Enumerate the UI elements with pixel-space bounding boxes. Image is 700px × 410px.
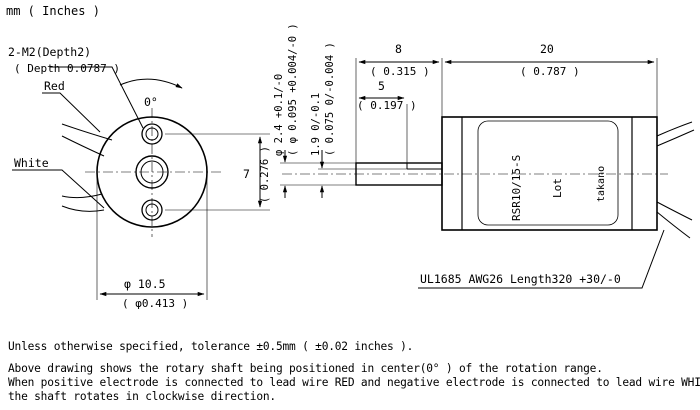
wire-bottom: [656, 201, 693, 221]
wire-spec-leader: [418, 229, 665, 289]
shaft-dia-in: ( φ 0.095 +0.004/-0 ): [287, 23, 299, 156]
body-length-in: ( 0.787 ): [520, 65, 580, 78]
diameter-mm: φ 10.5: [124, 277, 166, 291]
hole-callout-leader: [50, 66, 144, 129]
red-lead-wire: [61, 123, 113, 141]
shaft-length-mm: 8: [395, 42, 402, 56]
rotation-arrow: [119, 78, 183, 89]
tolerance-note: Unless otherwise specified, tolerance ±0…: [8, 340, 414, 353]
note-line-1: Above drawing shows the rotary shaft bei…: [8, 362, 603, 375]
label-plate: [477, 120, 619, 226]
white-lead-wire: [61, 193, 103, 199]
diameter-in: ( φ0.413 ): [122, 297, 188, 310]
motor-body-rect: [441, 116, 658, 231]
height-in: ( 0.276 ): [259, 146, 271, 203]
shaft-length-in: ( 0.315 ): [370, 65, 430, 78]
zero-angle-label: 0°: [144, 95, 158, 109]
wire-spec: UL1685 AWG26 Length320 +30/-0: [420, 272, 621, 286]
body-label-brand: takano: [596, 166, 607, 202]
height-mm: 7: [243, 167, 250, 181]
body-label-lot: Lot: [551, 178, 564, 198]
flat-mm: 1.9 0/-0.1: [310, 93, 322, 156]
note-line-2: When positive electrode is connected to …: [8, 376, 700, 389]
units-header: mm ( Inches ): [6, 4, 100, 18]
body-label-model: RSR10/15-S: [510, 155, 523, 221]
white-leader: [12, 169, 105, 209]
red-lead-label: Red: [44, 79, 65, 93]
note-line-3: the shaft rotates in clockwise direction…: [8, 390, 276, 403]
hole-callout-inch: ( Depth 0.0787 ): [14, 62, 120, 75]
flat-in: ( 0.075 0/-0.004 ): [324, 42, 336, 156]
wire-top: [656, 121, 693, 137]
red-leader: [42, 92, 101, 133]
hole-callout: 2-M2(Depth2): [8, 45, 91, 59]
flat-length-mm: 5: [378, 79, 385, 93]
white-lead-label: White: [14, 156, 49, 170]
body-length-mm: 20: [540, 42, 554, 56]
front-view: [12, 66, 270, 300]
flat-length-in: ( 0.197 ): [357, 99, 417, 112]
shaft-dia-mm: φ 2.4 +0.1/-0: [273, 74, 285, 156]
side-view: [280, 58, 695, 289]
